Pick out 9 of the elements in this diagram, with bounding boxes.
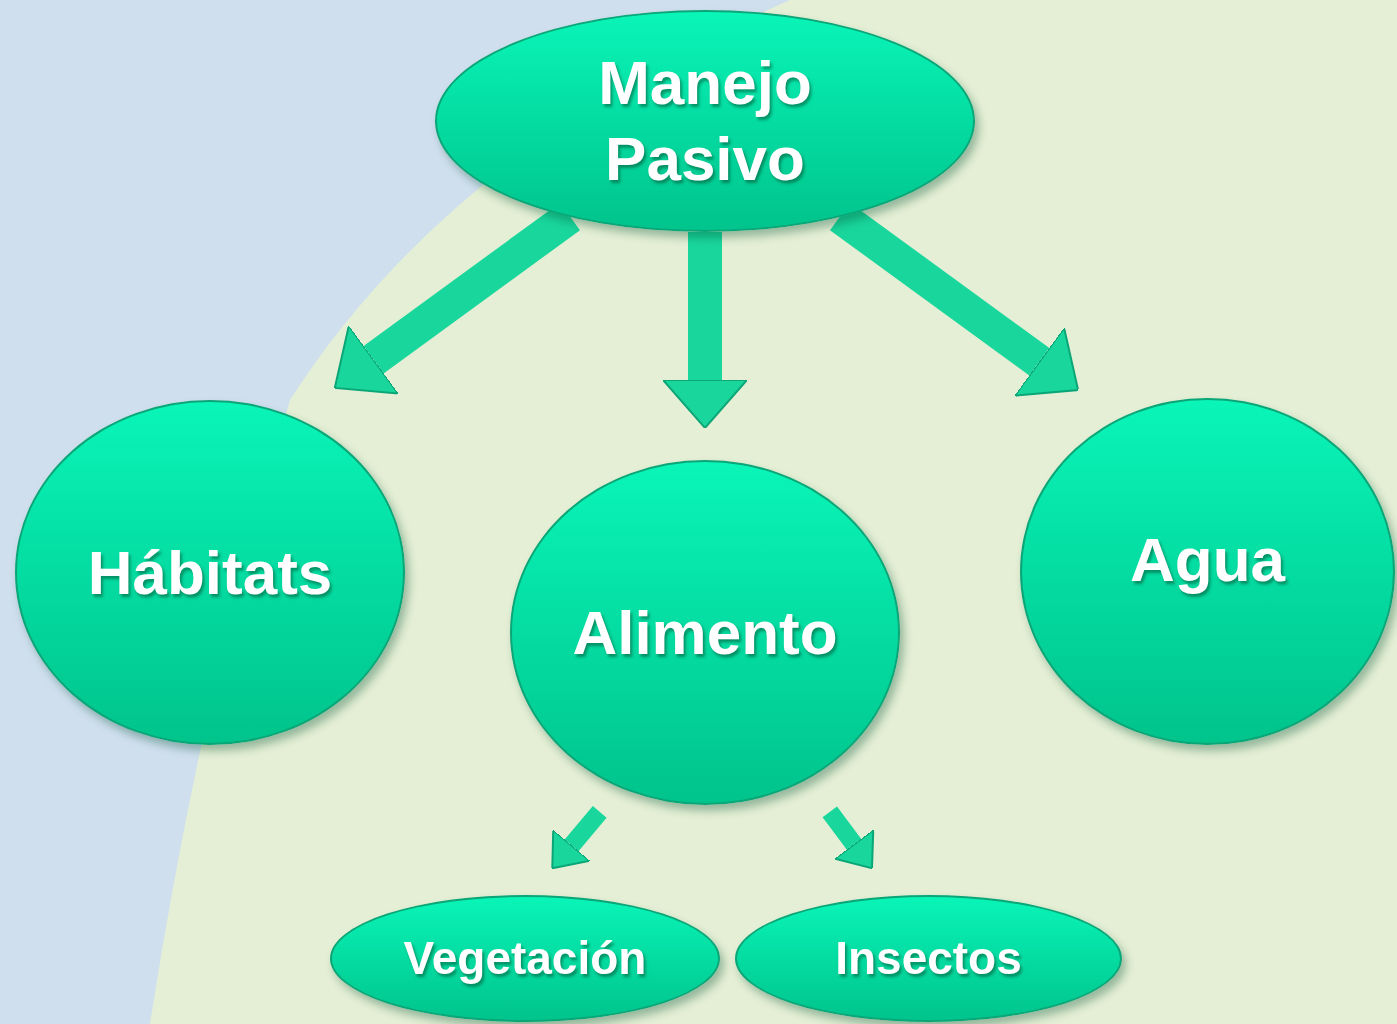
- node-label: Agua: [1129, 524, 1287, 596]
- node-label: Alimento: [571, 597, 839, 669]
- node-label: Manejo Pasivo: [597, 47, 813, 195]
- block-arrow: [551, 806, 607, 870]
- node-label: Hábitats: [86, 537, 334, 609]
- node-label: Insectos: [834, 931, 1023, 986]
- block-arrow: [822, 806, 875, 870]
- block-arrow: [662, 232, 748, 429]
- node-label: Vegetación: [402, 931, 648, 986]
